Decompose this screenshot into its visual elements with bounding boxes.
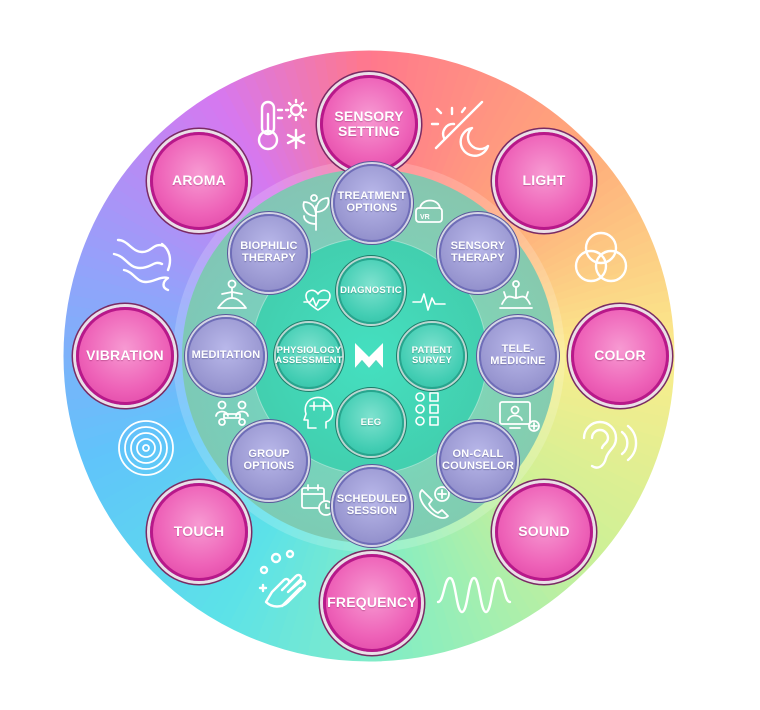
node-treatment-options[interactable]: TREATMENT OPTIONS [333, 164, 411, 242]
node-label: GROUP OPTIONS [243, 448, 295, 472]
thermometer-sun-snow-icon [257, 98, 308, 151]
node-aroma[interactable]: AROMA [150, 132, 248, 230]
node-label: MEDITATION [191, 349, 261, 362]
meditation-person-icon [217, 279, 247, 309]
node-label: DIAGNOSTIC [340, 284, 402, 296]
node-label: SENSORY SETTING [334, 107, 404, 139]
ear-sound-icon [582, 420, 638, 469]
inner-band [251, 238, 487, 474]
vr-headset-icon: VR [415, 199, 443, 223]
node-label: AROMA [172, 172, 226, 189]
node-label: PHYSIOLOGY ASSESSMENT [275, 344, 343, 366]
survey-checklist-icon [415, 392, 439, 426]
phone-plus-icon [419, 486, 450, 519]
node-diagnostic[interactable]: DIAGNOSTIC [338, 258, 404, 324]
node-frequency[interactable]: FREQUENCY [323, 554, 421, 652]
calendar-clock-icon [301, 484, 334, 516]
heartbeat-icon [303, 289, 331, 311]
node-label: SCHEDULED SESSION [336, 493, 408, 517]
node-eeg[interactable]: EEG [338, 390, 404, 456]
node-label: PATIENT SURVEY [411, 344, 453, 366]
node-vibration[interactable]: VIBRATION [76, 307, 174, 405]
node-label: ON-CALL COUNSELOR [441, 448, 515, 472]
node-color[interactable]: COLOR [571, 307, 669, 405]
node-label: BIOPHILIC THERAPY [240, 240, 298, 264]
node-label: TREATMENT OPTIONS [337, 190, 407, 214]
node-light[interactable]: LIGHT [495, 132, 593, 230]
node-label: COLOR [594, 347, 646, 364]
telemedicine-screen-icon [499, 401, 540, 432]
group-meeting-icon [215, 400, 249, 426]
hand-wash-icon [258, 549, 307, 608]
node-sensory-setting[interactable]: SENSORY SETTING [320, 75, 418, 173]
plant-leaves-icon [302, 194, 330, 231]
node-on-call-counselor[interactable]: ON-CALL COUNSELOR [439, 422, 517, 500]
node-group-options[interactable]: GROUP OPTIONS [230, 422, 308, 500]
node-label: TOUCH [173, 523, 225, 540]
sine-wave-icon [436, 576, 512, 614]
node-sensory-therapy[interactable]: SENSORY THERAPY [439, 214, 517, 292]
concentric-rings-icon [118, 420, 174, 476]
color-circles-icon [574, 231, 628, 283]
sun-moon-icon [430, 100, 490, 157]
center-logo-icon [354, 343, 384, 371]
node-patient-survey[interactable]: PATIENT SURVEY [399, 323, 465, 389]
outer-ring-edge [62, 49, 676, 663]
node-label: SOUND [518, 523, 570, 540]
node-label: FREQUENCY [327, 594, 417, 611]
head-brain-icon [303, 396, 334, 429]
node-label: TELE- MEDICINE [490, 343, 546, 367]
lotus-person-icon [499, 280, 533, 309]
node-tele-medicine[interactable]: TELE- MEDICINE [479, 317, 557, 395]
node-scheduled-session[interactable]: SCHEDULED SESSION [333, 467, 411, 545]
node-label: LIGHT [522, 172, 566, 189]
node-sound[interactable]: SOUND [495, 483, 593, 581]
node-label: EEG [360, 416, 382, 428]
svg-text:VR: VR [420, 214, 430, 221]
node-touch[interactable]: TOUCH [150, 483, 248, 581]
node-physiology-assessment[interactable]: PHYSIOLOGY ASSESSMENT [275, 323, 343, 389]
node-label: SENSORY THERAPY [450, 240, 506, 264]
node-biophilic-therapy[interactable]: BIOPHILIC THERAPY [230, 214, 308, 292]
node-label: VIBRATION [86, 347, 164, 364]
aroma-wisps-icon [112, 238, 172, 292]
node-meditation[interactable]: MEDITATION [187, 317, 265, 395]
pulse-wave-icon [412, 293, 446, 311]
